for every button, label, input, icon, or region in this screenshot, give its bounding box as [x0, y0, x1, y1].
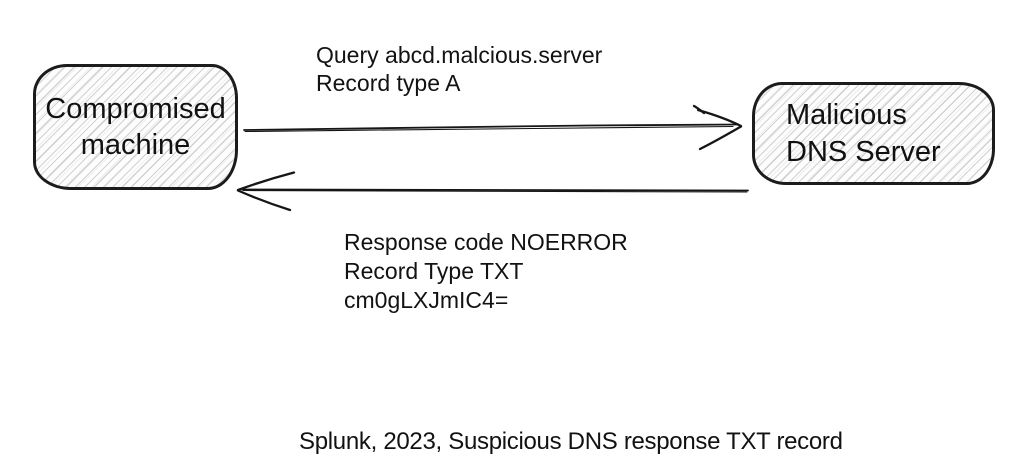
response-message-label: Response code NOERROR Record Type TXT cm…	[344, 229, 628, 313]
compromised-machine-label: Compromised machine	[45, 92, 226, 161]
response-arrow-icon	[236, 171, 749, 212]
source-caption: Splunk, 2023, Suspicious DNS response TX…	[299, 428, 843, 455]
query-message-label: Query abcd.malcious.server Record type A	[316, 42, 603, 96]
node-malicious-dns-server: Malicious DNS Server	[752, 82, 995, 185]
query-arrow-icon	[243, 104, 743, 151]
malicious-dns-server-label: Malicious DNS Server	[786, 99, 941, 168]
node-compromised-machine: Compromised machine	[33, 64, 238, 190]
